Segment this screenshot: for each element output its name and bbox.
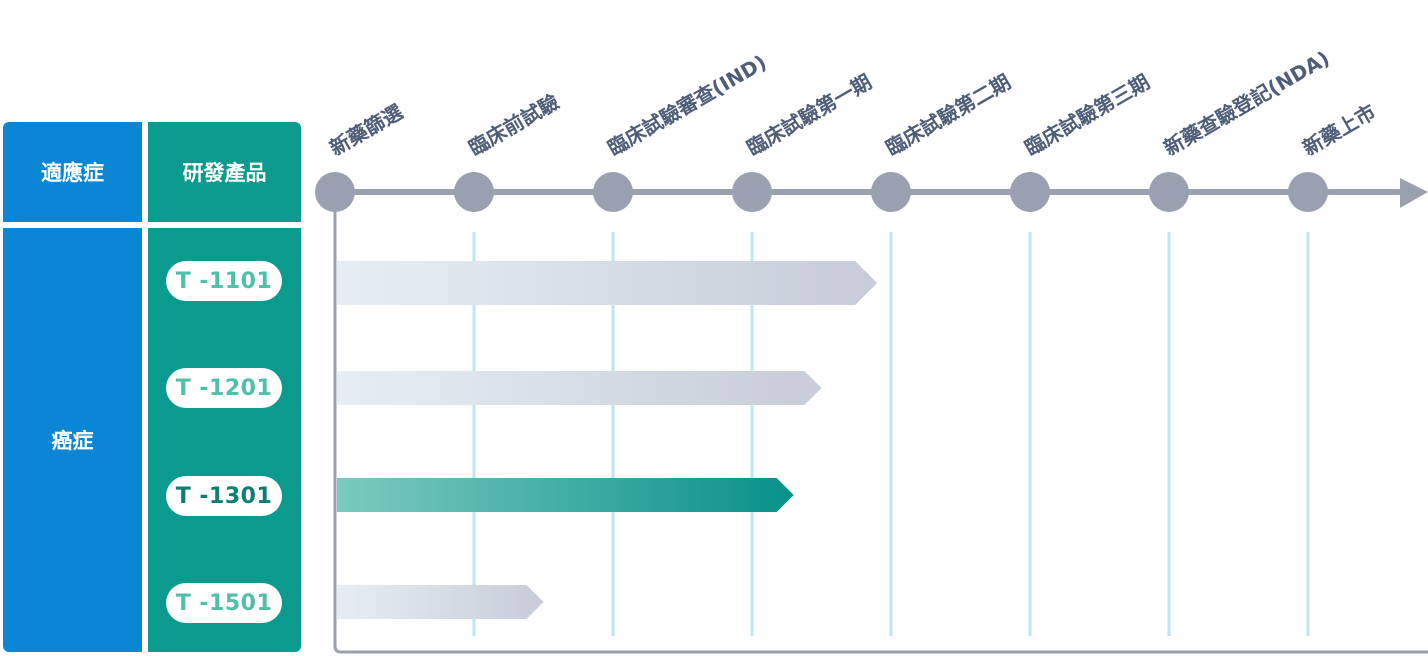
chart-frame-line [333, 192, 1428, 654]
product-pill-t1101: T -1101 [166, 261, 282, 301]
stage-node [871, 172, 911, 212]
stage-node [315, 172, 355, 212]
timeline-arrow-head [1400, 178, 1428, 208]
stage-labels: 新藥篩選臨床前試驗臨床試驗審查(IND)臨床試驗第一期臨床試驗第二期臨床試驗第三… [326, 46, 1380, 160]
progress-bars [337, 261, 878, 619]
progress-bar [337, 261, 878, 305]
progress-bar [337, 371, 822, 405]
product-pill-t1201: T -1201 [166, 368, 282, 408]
stage-node [1149, 172, 1189, 212]
progress-bar [337, 585, 544, 619]
stage-node [454, 172, 494, 212]
stage-label: 新藥篩選 [326, 100, 407, 161]
stage-nodes [315, 172, 1328, 212]
stage-node [593, 172, 633, 212]
product-pill-t1301: T -1301 [166, 476, 282, 516]
progress-bar [337, 478, 794, 512]
indication-header: 適應症 [3, 122, 142, 222]
stage-label: 臨床試驗第三期 [1021, 70, 1154, 161]
stage-label: 臨床試驗第二期 [882, 70, 1015, 161]
stage-label: 臨床試驗第一期 [743, 70, 876, 161]
stage-node [1288, 172, 1328, 212]
stage-node [732, 172, 772, 212]
stage-node [1010, 172, 1050, 212]
indication-cell: 癌症 [3, 228, 142, 652]
stage-label: 臨床前試驗 [465, 90, 564, 161]
product-header: 研發產品 [148, 122, 301, 222]
product-pill-t1501: T -1501 [166, 583, 282, 623]
stage-label: 新藥上市 [1299, 100, 1380, 161]
